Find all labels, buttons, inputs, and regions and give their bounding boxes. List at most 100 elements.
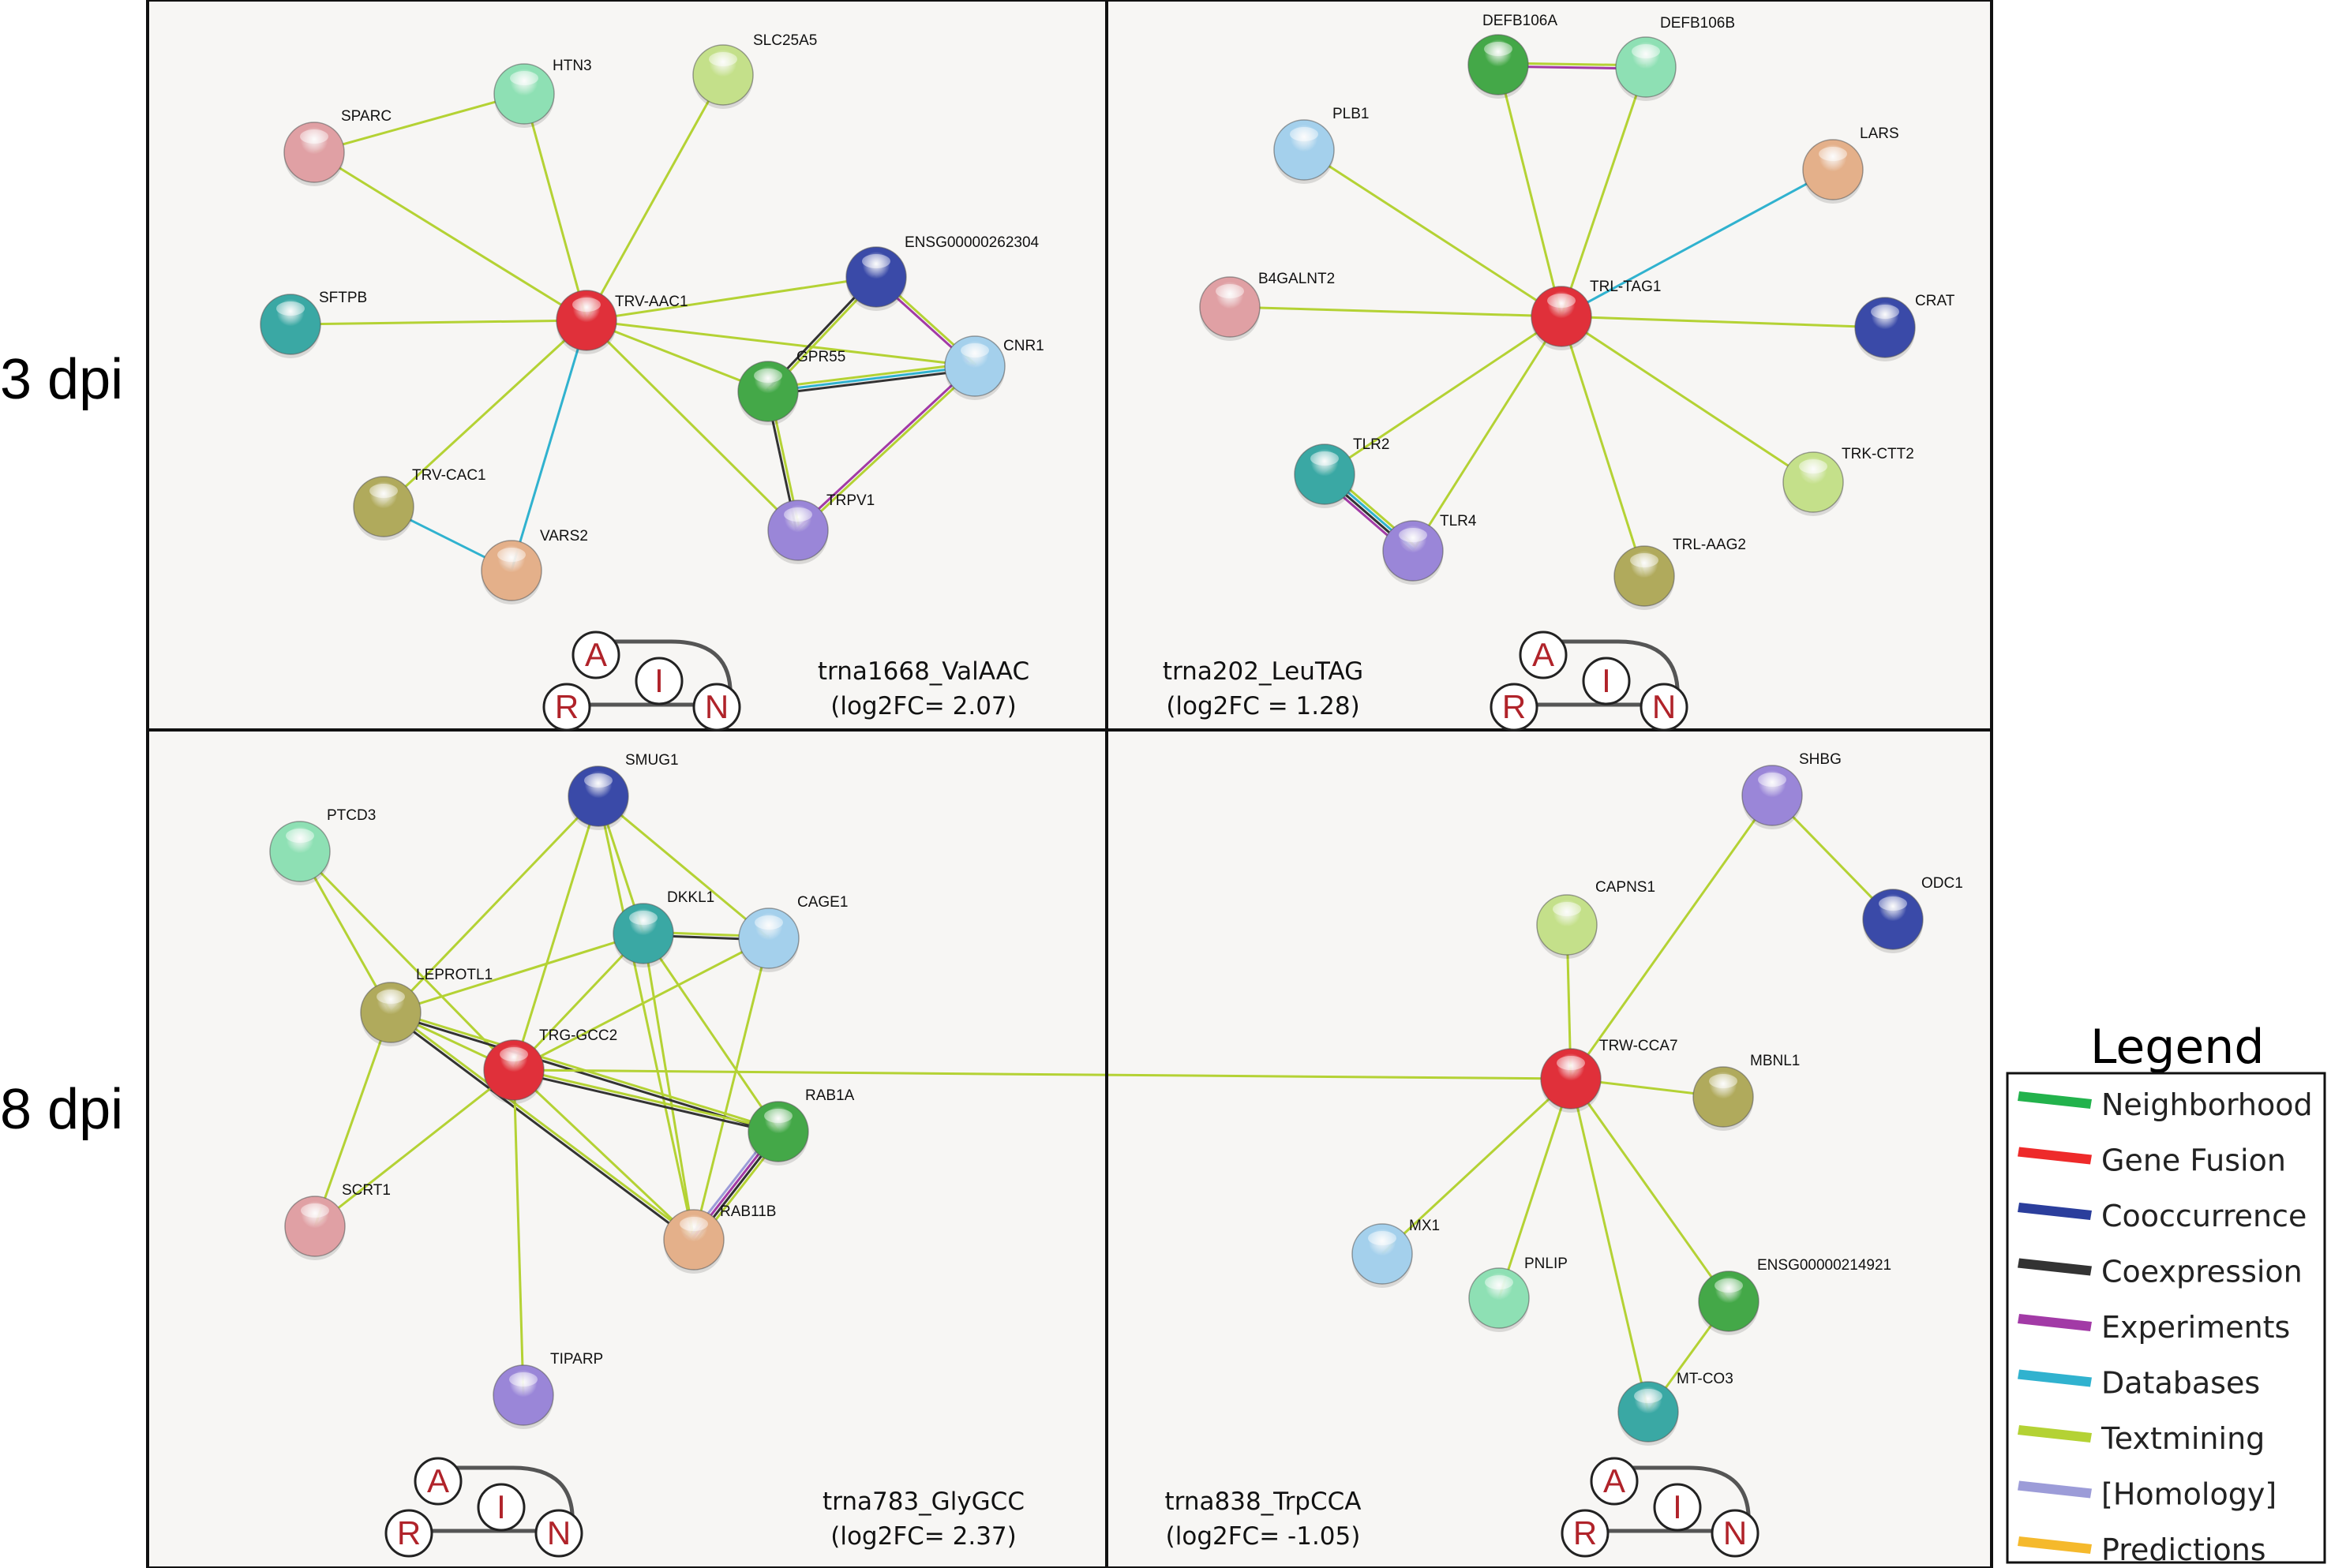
node-lars[interactable]: LARS xyxy=(1802,125,1899,204)
node-trv-aac1[interactable]: TRV-AAC1 xyxy=(556,290,688,354)
legend-label: Neighborhood xyxy=(2101,1087,2313,1122)
edge-trv-aac1-cnr1-textmining xyxy=(586,319,976,368)
node-highlight xyxy=(1399,528,1427,542)
edge-gpr55-cnr1-coexpression xyxy=(768,368,976,396)
panel-caption-line: (log2FC= 2.37) xyxy=(830,1522,1017,1551)
node-cnr1[interactable]: CNR1 xyxy=(944,335,1044,400)
rain-logo-letter-circle xyxy=(692,683,741,732)
rain-logo-letter-circle xyxy=(384,1509,433,1558)
node-scrt1[interactable]: SCRT1 xyxy=(284,1182,391,1260)
node-highlight xyxy=(755,915,783,930)
node-label-rab11b: RAB11B xyxy=(720,1203,776,1220)
node-sphere xyxy=(1617,1381,1679,1443)
node-sftpb[interactable]: SFTPB xyxy=(260,290,367,358)
node-label-vars2: VARS2 xyxy=(540,528,588,544)
rain-logo-letter: N xyxy=(1723,1514,1747,1551)
edge-trl-tag1-defb106a-textmining xyxy=(1497,64,1563,317)
node-mbnl1[interactable]: MBNL1 xyxy=(1692,1053,1800,1131)
edge-trg-gcc2-scrt1-textmining xyxy=(314,1068,515,1228)
node-label-ensg00000262304: ENSG00000262304 xyxy=(905,234,1040,251)
node-defb106b[interactable]: DEFB106B xyxy=(1615,15,1735,101)
node-sphere xyxy=(748,1101,809,1162)
edge-trl-tag1-tlr2-textmining xyxy=(1324,315,1562,476)
rain-logo-letter: A xyxy=(427,1462,449,1499)
edge-dkkl1-rab11b-textmining xyxy=(642,933,695,1241)
node-highlight xyxy=(301,1203,329,1218)
node-cage1[interactable]: CAGE1 xyxy=(738,894,848,972)
legend-label: Experiments xyxy=(2101,1310,2290,1345)
edge-trv-aac1-vars2-databases xyxy=(510,320,588,571)
node-highlight xyxy=(1634,1389,1662,1403)
edge-trg-gcc2-trw-cca7-textmining xyxy=(513,1068,1572,1080)
node-smug1[interactable]: SMUG1 xyxy=(568,752,679,830)
node-crat[interactable]: CRAT xyxy=(1854,293,1955,361)
node-sphere xyxy=(1782,451,1844,513)
legend-item-databases: Databases xyxy=(2018,1366,2260,1401)
edge-cnr1-trpv1-textmining xyxy=(798,366,977,533)
node-rab11b[interactable]: RAB11B xyxy=(663,1203,776,1274)
rain-logo-letter: N xyxy=(1652,688,1676,725)
node-ensg00000262304[interactable]: ENSG00000262304 xyxy=(845,234,1040,311)
node-plb1[interactable]: PLB1 xyxy=(1273,106,1369,184)
node-vars2[interactable]: VARS2 xyxy=(481,528,588,604)
node-mt-co3[interactable]: MT-CO3 xyxy=(1617,1371,1733,1446)
node-tlr4[interactable]: TLR4 xyxy=(1382,513,1477,585)
edge-trv-aac1-sparc-textmining xyxy=(313,151,587,322)
node-rab1a[interactable]: RAB1A xyxy=(748,1087,855,1166)
node-ensg00000214921[interactable]: ENSG00000214921 xyxy=(1698,1257,1891,1335)
node-trk-ctt2[interactable]: TRK-CTT2 xyxy=(1782,446,1914,516)
node-sparc[interactable]: SPARC xyxy=(283,108,392,186)
edge-dkkl1-trg-gcc2-textmining xyxy=(512,932,645,1072)
row-label-8dpi: 8 dpi xyxy=(0,1078,124,1141)
node-pnlip[interactable]: PNLIP xyxy=(1468,1256,1568,1332)
node-odc1[interactable]: ODC1 xyxy=(1862,875,1963,953)
node-trg-gcc2[interactable]: TRG-GCC2 xyxy=(483,1027,617,1104)
node-tlr2[interactable]: TLR2 xyxy=(1294,436,1389,508)
node-slc25a5[interactable]: SLC25A5 xyxy=(692,32,817,109)
legend-label: Cooccurrence xyxy=(2101,1199,2307,1233)
node-defb106a[interactable]: DEFB106A xyxy=(1467,13,1557,99)
edge-trg-gcc2-rab1a-textmining xyxy=(514,1067,779,1132)
node-sphere xyxy=(493,63,555,125)
node-dkkl1[interactable]: DKKL1 xyxy=(613,889,714,967)
node-b4galnt2[interactable]: B4GALNT2 xyxy=(1199,271,1335,341)
node-trw-cca7[interactable]: TRW-CCA7 xyxy=(1540,1038,1678,1113)
node-trpv1[interactable]: TRPV1 xyxy=(767,492,875,564)
panel-p4-background xyxy=(1107,730,1992,1568)
node-shbg[interactable]: SHBG xyxy=(1741,751,1842,829)
node-tiparp[interactable]: TIPARP xyxy=(493,1351,603,1429)
node-label-smug1: SMUG1 xyxy=(625,752,679,769)
node-highlight xyxy=(509,1372,538,1387)
node-highlight xyxy=(862,254,890,268)
node-trv-cac1[interactable]: TRV-CAC1 xyxy=(353,467,486,541)
node-highlight xyxy=(1216,284,1244,298)
legend-item-neighborhood: Neighborhood xyxy=(2018,1087,2313,1122)
edge-trl-tag1-lars-databases xyxy=(1561,168,1834,318)
legend-swatch xyxy=(2018,1091,2092,1109)
edge-trv-aac1-sftpb-textmining xyxy=(290,319,587,326)
node-label-cage1: CAGE1 xyxy=(797,894,848,911)
legend-label: Coexpression xyxy=(2101,1255,2303,1289)
node-trl-aag2[interactable]: TRL-AAG2 xyxy=(1613,537,1746,610)
node-mx1[interactable]: MX1 xyxy=(1351,1218,1440,1288)
legend-swatch xyxy=(2018,1258,2092,1276)
node-ptcd3[interactable]: PTCD3 xyxy=(269,807,376,885)
node-capns1[interactable]: CAPNS1 xyxy=(1536,879,1655,959)
rain-logo-letter-circle xyxy=(477,1483,526,1532)
node-trl-tag1[interactable]: TRL-TAG1 xyxy=(1531,279,1661,350)
edge-trv-aac1-gpr55-textmining xyxy=(586,319,769,393)
edge-trl-tag1-plb1-textmining xyxy=(1303,148,1562,318)
node-label-tlr2: TLR2 xyxy=(1353,436,1389,453)
node-label-gpr55: GPR55 xyxy=(796,349,845,365)
node-htn3[interactable]: HTN3 xyxy=(493,58,592,128)
node-gpr55[interactable]: GPR55 xyxy=(737,349,845,425)
node-label-pnlip: PNLIP xyxy=(1524,1256,1568,1272)
node-sphere xyxy=(1468,1267,1530,1329)
rain-logo-letter: A xyxy=(1532,636,1554,673)
node-leprotl1[interactable]: LEPROTL1 xyxy=(360,967,493,1046)
node-sphere xyxy=(493,1364,554,1426)
node-highlight xyxy=(754,369,782,383)
